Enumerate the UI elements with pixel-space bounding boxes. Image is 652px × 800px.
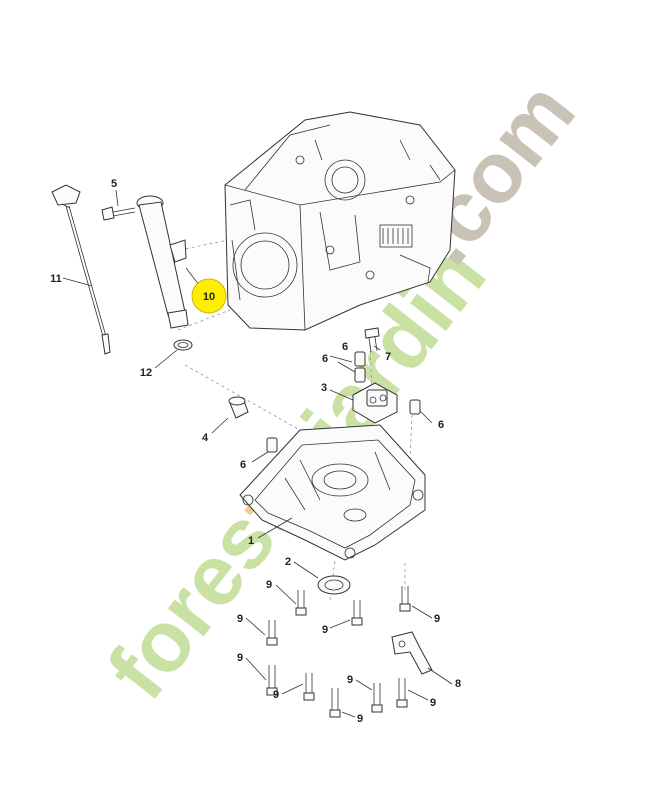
callout-10[interactable]: 10 — [203, 291, 215, 303]
callout-9-g[interactable]: 9 — [347, 674, 353, 686]
callout-6-top[interactable]: 6 — [342, 341, 348, 353]
screw-7 — [364, 327, 380, 353]
crankcase-cover — [239, 424, 426, 561]
callout-12[interactable]: 12 — [140, 367, 152, 379]
callout-9-d[interactable]: 9 — [434, 613, 440, 625]
leader-lines — [62, 189, 453, 718]
callout-1[interactable]: 1 — [248, 535, 254, 547]
o-ring — [173, 339, 193, 351]
bolt-9-6 — [303, 673, 315, 701]
bolt-9-2 — [351, 600, 363, 626]
bracket — [391, 631, 433, 675]
callout-9-a[interactable]: 9 — [266, 579, 272, 591]
sleeve-pins — [266, 351, 421, 453]
callout-7[interactable]: 7 — [385, 351, 391, 363]
bolt-9-1 — [295, 590, 307, 616]
bolt-9-4 — [266, 620, 278, 646]
callout-6-lower-left[interactable]: 6 — [240, 459, 246, 471]
engine-block — [224, 111, 456, 331]
callout-9-b[interactable]: 9 — [237, 613, 243, 625]
callouts: 10 11 5 12 4 6 6 6 7 3 6 1 2 9 9 9 9 9 9… — [50, 178, 461, 725]
bolt-9-9 — [396, 678, 408, 708]
callout-9-f[interactable]: 9 — [273, 689, 279, 701]
callout-9-h[interactable]: 9 — [357, 713, 363, 725]
dipstick-tube — [136, 195, 189, 329]
callout-9-i[interactable]: 9 — [430, 697, 436, 709]
oil-plug — [228, 396, 249, 419]
callout-10-highlight[interactable] — [191, 278, 227, 314]
bolt-9-3 — [399, 586, 411, 612]
callout-6-right[interactable]: 6 — [438, 419, 444, 431]
bolt-9-7 — [329, 688, 341, 718]
bolt-9-5 — [266, 665, 278, 696]
callout-5[interactable]: 5 — [111, 178, 117, 190]
callout-11[interactable]: 11 — [50, 273, 62, 285]
callout-4[interactable]: 4 — [202, 432, 209, 444]
oil-switch — [352, 382, 398, 424]
bolt-5 — [101, 206, 136, 221]
bolts-9 — [266, 586, 411, 718]
callout-8[interactable]: 8 — [455, 678, 461, 690]
callout-9-e[interactable]: 9 — [237, 652, 243, 664]
bolt-9-8 — [371, 683, 383, 713]
callout-6-middle[interactable]: 6 — [322, 353, 328, 365]
callout-2[interactable]: 2 — [285, 556, 291, 568]
callout-3[interactable]: 3 — [321, 382, 327, 394]
callout-9-c[interactable]: 9 — [322, 624, 328, 636]
oil-seal — [317, 575, 351, 595]
dipstick — [51, 184, 111, 355]
